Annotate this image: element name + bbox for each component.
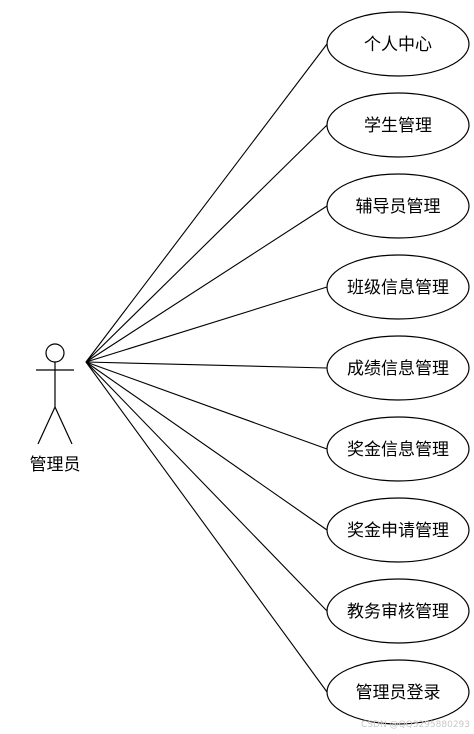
association-line-3 — [85, 205, 328, 363]
use-case-4-label: 班级信息管理 — [347, 278, 449, 298]
use-case-5-label: 成绩信息管理 — [347, 359, 449, 379]
association-line-7 — [85, 361, 328, 531]
use-case-5-ellipse — [326, 335, 470, 401]
actor-left-leg — [37, 406, 56, 445]
use-cases: 个人中心学生管理辅导员管理班级信息管理成绩信息管理奖金信息管理奖金申请管理教务审… — [326, 11, 470, 725]
actor-head — [45, 343, 65, 363]
use-case-2-ellipse — [326, 92, 470, 158]
use-case-9: 管理员登录 — [326, 659, 470, 725]
use-case-2: 学生管理 — [326, 92, 470, 158]
association-line-1 — [85, 43, 328, 363]
actor-administrator: 管理员 — [30, 343, 81, 475]
actor-right-leg — [54, 406, 73, 445]
use-case-3-label: 辅导员管理 — [356, 197, 441, 217]
use-case-6-label: 奖金信息管理 — [347, 440, 449, 460]
use-case-2-label: 学生管理 — [364, 116, 432, 136]
use-case-7: 奖金申请管理 — [326, 497, 470, 563]
use-case-9-label: 管理员登录 — [356, 683, 441, 703]
use-case-6: 奖金信息管理 — [326, 416, 470, 482]
use-case-7-ellipse — [326, 497, 470, 563]
use-case-5: 成绩信息管理 — [326, 335, 470, 401]
association-line-6 — [85, 361, 328, 450]
use-case-8: 教务审核管理 — [326, 578, 470, 644]
actor-label: 管理员 — [30, 455, 81, 475]
association-line-5 — [85, 361, 328, 369]
use-case-8-label: 教务审核管理 — [347, 602, 449, 622]
use-case-8-ellipse — [326, 578, 470, 644]
use-case-3: 辅导员管理 — [326, 173, 470, 239]
use-case-1-label: 个人中心 — [364, 35, 432, 55]
use-case-3-ellipse — [326, 173, 470, 239]
watermark: CSDN @QQ3295880293 — [361, 720, 470, 730]
association-line-4 — [85, 286, 328, 363]
association-line-9 — [85, 361, 328, 693]
use-case-6-ellipse — [326, 416, 470, 482]
association-lines — [85, 43, 328, 693]
use-case-9-ellipse — [326, 659, 470, 725]
use-case-1-ellipse — [326, 11, 470, 77]
use-case-7-label: 奖金申请管理 — [347, 521, 449, 541]
use-case-4-ellipse — [326, 254, 470, 320]
association-line-8 — [85, 361, 328, 612]
use-case-1: 个人中心 — [326, 11, 470, 77]
use-case-4: 班级信息管理 — [326, 254, 470, 320]
association-line-2 — [85, 124, 328, 363]
